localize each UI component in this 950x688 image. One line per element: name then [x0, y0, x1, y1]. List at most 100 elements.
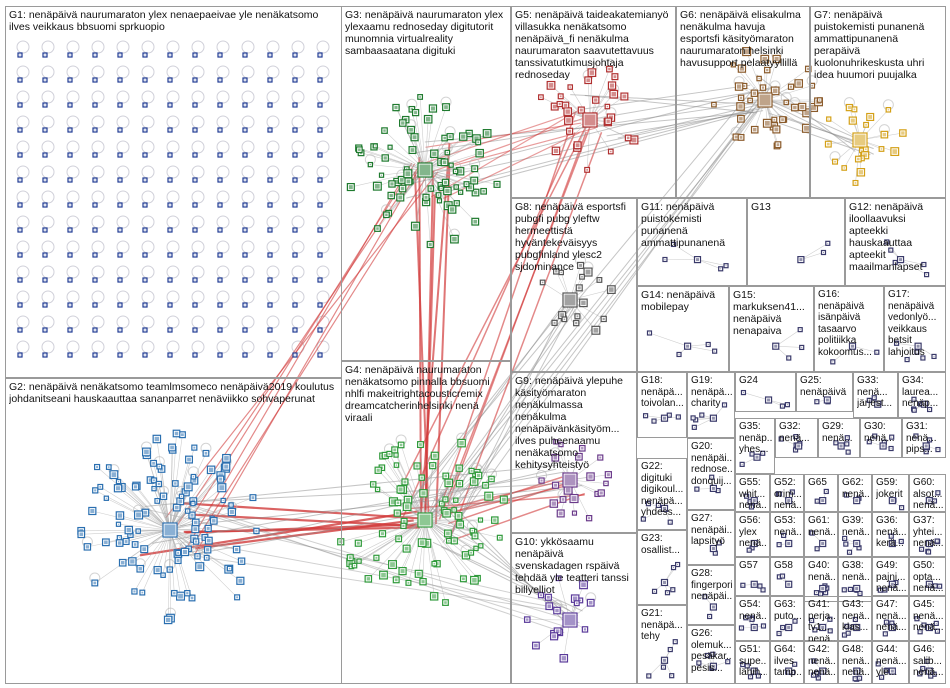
graph-node-fill	[206, 538, 211, 543]
graph-node-fill	[854, 182, 857, 184]
self-loop-edge	[41, 65, 55, 79]
graph-node-fill	[144, 304, 146, 306]
group-label-g40: G40: nenä...	[808, 560, 835, 583]
graph-edge	[746, 51, 766, 101]
graph-node-fill	[244, 54, 246, 56]
graph-node-fill	[474, 136, 479, 141]
graph-node-fill	[94, 79, 96, 81]
graph-node-fill	[194, 204, 196, 206]
graph-node-fill	[498, 536, 501, 539]
group-box-g55: G55: whit... nenä...	[735, 474, 770, 512]
graph-node-fill	[610, 150, 612, 153]
graph-node-fill	[94, 304, 96, 306]
graph-node-fill	[319, 154, 321, 156]
self-loop-edge	[216, 40, 230, 54]
graph-node-fill	[455, 186, 457, 188]
graph-node-fill	[44, 279, 46, 281]
graph-node-fill	[377, 488, 379, 491]
group-label-g63: G63: puto...	[774, 599, 801, 622]
graph-node-fill	[269, 129, 271, 131]
self-loop-edge	[316, 40, 330, 54]
graph-edge	[424, 168, 475, 171]
self-loop-edge	[91, 65, 105, 79]
self-loop-edge	[291, 90, 305, 104]
graph-node-fill	[415, 464, 419, 468]
graph-edge	[400, 444, 426, 521]
graph-node-fill	[144, 79, 146, 81]
graph-node-fill	[174, 482, 177, 485]
group-label-g1: G1: nenäpäivä naurumaraton ylex nenaepae…	[9, 9, 322, 33]
self-loop-edge	[141, 340, 155, 354]
self-loop-edge	[66, 240, 80, 254]
graph-node-fill	[119, 104, 121, 106]
group-box-g47: G47: nenä... nenä...	[872, 596, 909, 641]
graph-edge	[375, 145, 426, 171]
graph-node-fill	[94, 154, 96, 156]
self-loop-edge	[191, 290, 205, 304]
graph-node-fill	[269, 54, 271, 56]
graph-node-fill	[119, 254, 121, 256]
graph-node-fill	[269, 279, 271, 281]
graph-node-fill	[230, 504, 232, 506]
graph-node-fill	[219, 485, 225, 491]
graph-node-fill	[558, 103, 561, 106]
graph-node-fill	[244, 329, 246, 331]
graph-node-fill	[190, 596, 194, 600]
graph-node-fill	[585, 269, 591, 275]
graph-node-fill	[173, 592, 176, 595]
self-loop-edge	[41, 265, 55, 279]
graph-node-fill	[117, 541, 122, 545]
self-loop-edge	[16, 165, 30, 179]
self-loop-edge	[216, 165, 230, 179]
graph-edge	[586, 119, 591, 170]
graph-node-fill	[194, 279, 196, 281]
graph-node-fill	[358, 148, 361, 151]
self-loop-edge	[41, 190, 55, 204]
graph-node-fill	[224, 456, 229, 461]
graph-node-fill	[437, 194, 440, 196]
graph-node-fill	[206, 526, 210, 530]
self-loop-edge	[316, 90, 330, 104]
graph-node-fill	[319, 129, 321, 131]
graph-node-fill	[144, 104, 146, 106]
graph-node-fill	[486, 493, 492, 499]
graph-node-fill	[178, 499, 183, 504]
graph-node-fill	[219, 204, 221, 206]
group-box-g56: G56: ylex nenä...	[735, 512, 770, 557]
graph-node-fill	[44, 54, 46, 56]
graph-node-fill	[144, 204, 146, 206]
graph-node-fill	[374, 183, 380, 189]
graph-node-fill	[193, 527, 198, 532]
group-box-g33: G33: nenä... järjest...	[853, 372, 898, 418]
graph-node-fill	[94, 489, 97, 492]
graph-node-fill	[111, 472, 117, 477]
graph-node-fill	[450, 164, 452, 166]
graph-node-fill	[119, 229, 121, 231]
graph-edge	[408, 519, 426, 583]
self-loop-edge	[266, 65, 280, 79]
graph-node-fill	[219, 354, 221, 356]
graph-node-fill	[484, 483, 487, 487]
group-label-g38: G38: nenä...	[842, 560, 869, 583]
self-loop-edge	[316, 140, 330, 154]
graph-node-fill	[119, 279, 121, 281]
graph-node-fill	[847, 106, 851, 110]
graph-edge	[778, 122, 871, 156]
graph-edge	[169, 500, 224, 531]
graph-node-fill	[376, 468, 380, 472]
graph-node-fill	[457, 466, 461, 470]
self-loop-edge	[91, 315, 105, 329]
graph-node-fill	[471, 529, 474, 532]
graph-node-fill	[69, 204, 71, 206]
graph-node-fill	[553, 321, 556, 324]
graph-node-fill	[44, 329, 46, 331]
graph-node-fill	[739, 136, 743, 139]
graph-edge	[424, 119, 429, 171]
self-loop-edge	[241, 140, 255, 154]
group-label-g61: G61: nenä...	[808, 515, 835, 538]
graph-node-fill	[484, 131, 490, 136]
graph-node-fill	[443, 180, 448, 184]
graph-node-fill	[107, 466, 110, 468]
self-loop-edge	[166, 40, 180, 54]
graph-edge	[398, 111, 595, 491]
